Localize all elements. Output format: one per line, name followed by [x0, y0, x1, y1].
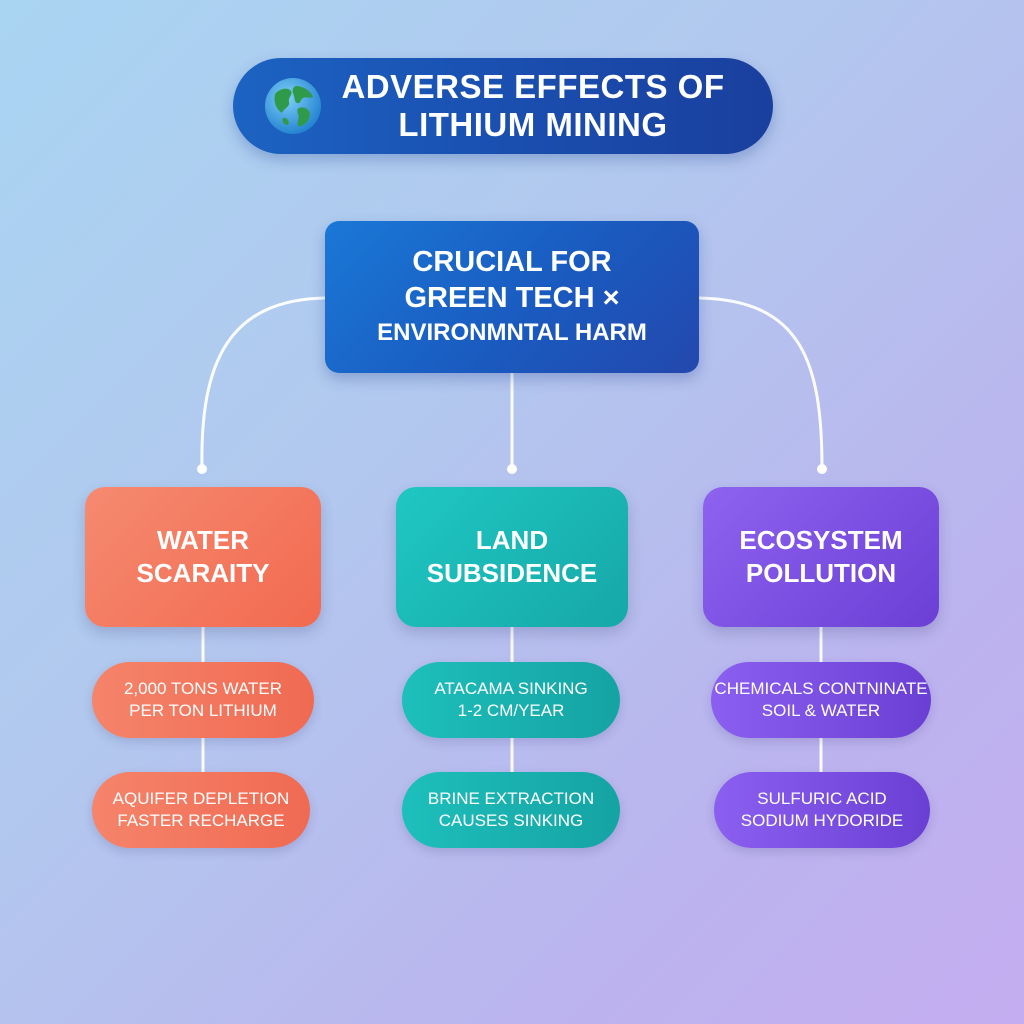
fact-line-2: CAUSES SINKING [438, 811, 584, 830]
connector-dot-left [197, 464, 207, 474]
central-line-2: GREEN TECH × [404, 282, 620, 314]
fact-line-1: SULFURIC ACID [757, 789, 887, 808]
category-ecosystem-pollution: ECOSYSTEM POLLUTION [703, 487, 939, 627]
title-line-1: ADVERSE EFFECTS OF [341, 68, 725, 105]
eco-fact-chemicals: CHEMICALS CONTNINATE SOIL & WATER [711, 662, 931, 738]
fact-line-1: 2,000 TONS WATER [123, 679, 283, 698]
central-line-1: CRUCIAL FOR [412, 246, 612, 278]
page-title: ADVERSE EFFECTS OF LITHIUM MINING [323, 68, 773, 144]
central-line-3: ENVIRONMNTAL HARM [377, 319, 647, 346]
eco-fact-acids: SULFURIC ACID SODIUM HYDORIDE [714, 772, 930, 848]
category-line-2: SUBSIDENCE [426, 558, 598, 588]
fact-line-1: CHEMICALS CONTNINATE [714, 679, 928, 698]
fact-line-1: AQUIFER DEPLETION [112, 789, 290, 808]
land-fact-atacama: ATACAMA SINKING 1-2 CM/YEAR [402, 662, 620, 738]
water-fact-aquifer: AQUIFER DEPLETION FASTER RECHARGE [92, 772, 310, 848]
connector-left [200, 296, 327, 470]
fact-line-2: 1-2 CM/YEAR [457, 701, 565, 720]
globe-icon [265, 78, 321, 134]
category-line-1: LAND [475, 525, 549, 555]
title-banner: ADVERSE EFFECTS OF LITHIUM MINING [233, 58, 773, 154]
category-line-1: WATER [157, 525, 249, 555]
fact-line-1: BRINE EXTRACTION [427, 789, 595, 808]
fact-line-2: SOIL & WATER [761, 701, 881, 720]
category-line-1: ECOSYSTEM [739, 525, 903, 555]
fact-line-1: ATACAMA SINKING [434, 679, 588, 698]
fact-line-2: PER TON LITHIUM [129, 701, 277, 720]
land-fact-brine: BRINE EXTRACTION CAUSES SINKING [402, 772, 620, 848]
central-node: CRUCIAL FOR GREEN TECH × ENVIRONMNTAL HA… [325, 221, 699, 373]
category-water-scarcity: WATER SCARAITY [85, 487, 321, 627]
water-fact-usage: 2,000 TONS WATER PER TON LITHIUM [92, 662, 314, 738]
title-line-2: LITHIUM MINING [398, 106, 668, 143]
fact-line-2: FASTER RECHARGE [117, 811, 285, 830]
category-line-2: SCARAITY [136, 558, 270, 588]
fact-line-2: SODIUM HYDORIDE [740, 811, 904, 830]
category-land-subsidence: LAND SUBSIDENCE [396, 487, 628, 627]
connector-dot-center [507, 464, 517, 474]
connector-right [697, 296, 824, 470]
connector-dot-right [817, 464, 827, 474]
category-line-2: POLLUTION [745, 558, 897, 588]
